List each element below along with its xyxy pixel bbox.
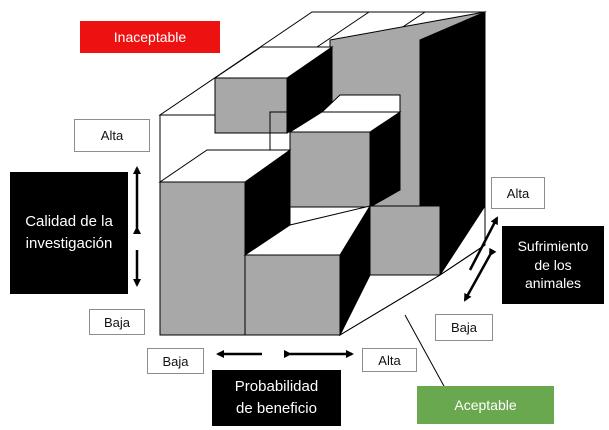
benefit-axis-title: Probabilidad de beneficio [212,370,341,426]
benefit-low-label: Baja [147,348,204,374]
suffering-axis-arrow-top [468,216,499,271]
quality-axis-title: Calidad de la investigación [10,172,128,294]
unacceptable-label: Inaceptable [80,21,220,53]
suffering-high-label: Alta [491,177,545,209]
benefit-high-label: Alta [362,348,417,372]
suffering-axis-title: Sufrimiento de los animales [502,226,604,304]
suffering-axis-arrow [463,247,497,302]
front-middle-cube [243,204,372,336]
quality-low-label: Baja [89,309,145,335]
acceptable-pointer-line [404,314,446,389]
suffering-low-label: Baja [435,314,493,341]
acceptable-label: Aceptable [417,386,554,424]
quality-high-label: Alta [74,119,150,152]
front-left-tall-cube [158,149,292,336]
right-floor [160,204,486,337]
